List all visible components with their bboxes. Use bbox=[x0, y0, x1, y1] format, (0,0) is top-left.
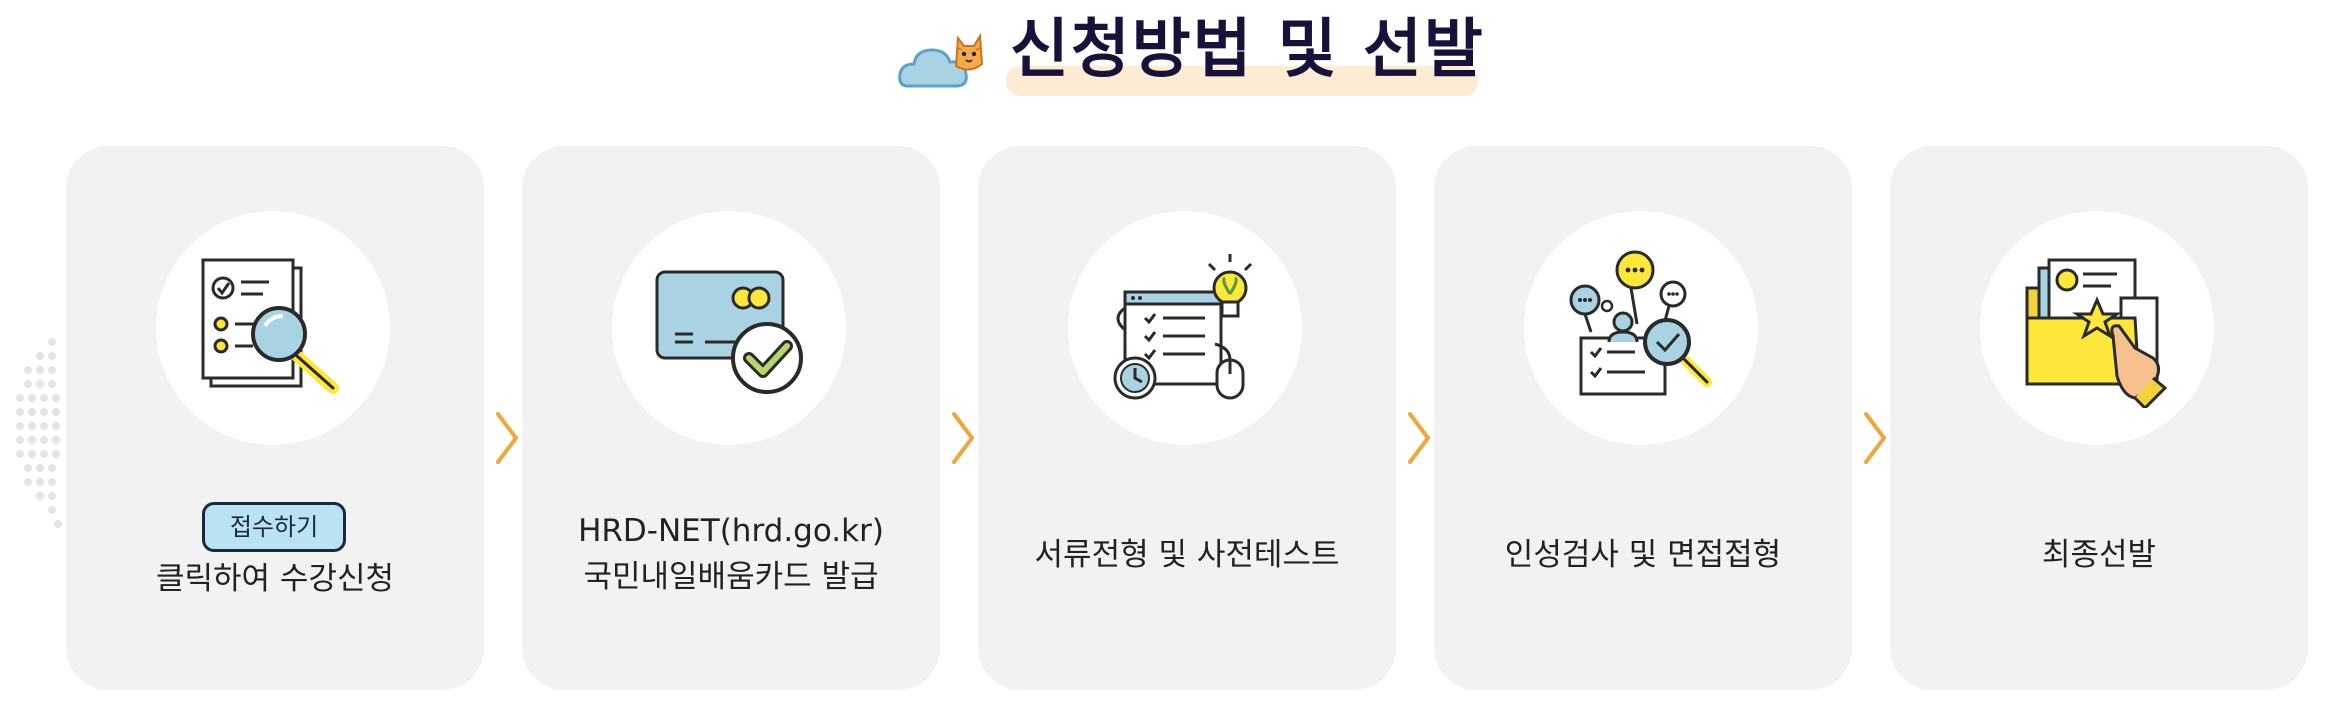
page-title: 신청방법 및 선발 bbox=[1010, 12, 1490, 88]
decorative-dots bbox=[14, 330, 64, 560]
chevron-right-icon bbox=[950, 410, 976, 466]
step-description: 최종선발 bbox=[1890, 532, 2308, 578]
document-review-icon bbox=[1105, 248, 1265, 408]
cloud-with-cat-icon bbox=[898, 26, 990, 92]
icon-circle bbox=[1068, 211, 1302, 445]
chevron-right-icon bbox=[494, 410, 520, 466]
step-card-apply: 접수하기 클릭하여 수강신청 bbox=[66, 146, 484, 690]
step-description: 클릭하여 수강신청 bbox=[66, 556, 484, 602]
step-description-line1: HRD-NET(hrd.go.kr) bbox=[522, 508, 940, 554]
step-description: 서류전형 및 사전테스트 bbox=[978, 532, 1396, 578]
chevron-right-icon bbox=[1406, 410, 1432, 466]
icon-circle bbox=[612, 211, 846, 445]
step-card-final-selection: 최종선발 bbox=[1890, 146, 2308, 690]
card-check-icon bbox=[649, 248, 809, 408]
step-description-line2: 국민내일배움카드 발급 bbox=[522, 554, 940, 600]
step-card-document-test: 서류전형 및 사전테스트 bbox=[978, 146, 1396, 690]
interview-search-icon bbox=[1561, 248, 1721, 408]
step-card-card-issue: HRD-NET(hrd.go.kr) 국민내일배움카드 발급 bbox=[522, 146, 940, 690]
section-header: 신청방법 및 선발 bbox=[0, 8, 2328, 96]
folder-star-icon bbox=[2017, 248, 2177, 408]
icon-circle bbox=[1524, 211, 1758, 445]
step-card-interview: 인성검사 및 면접접형 bbox=[1434, 146, 1852, 690]
icon-circle bbox=[1980, 211, 2214, 445]
step-description: 인성검사 및 면접접형 bbox=[1434, 532, 1852, 578]
document-search-icon bbox=[193, 248, 353, 408]
chevron-right-icon bbox=[1862, 410, 1888, 466]
icon-circle bbox=[156, 211, 390, 445]
apply-button[interactable]: 접수하기 bbox=[202, 502, 346, 552]
